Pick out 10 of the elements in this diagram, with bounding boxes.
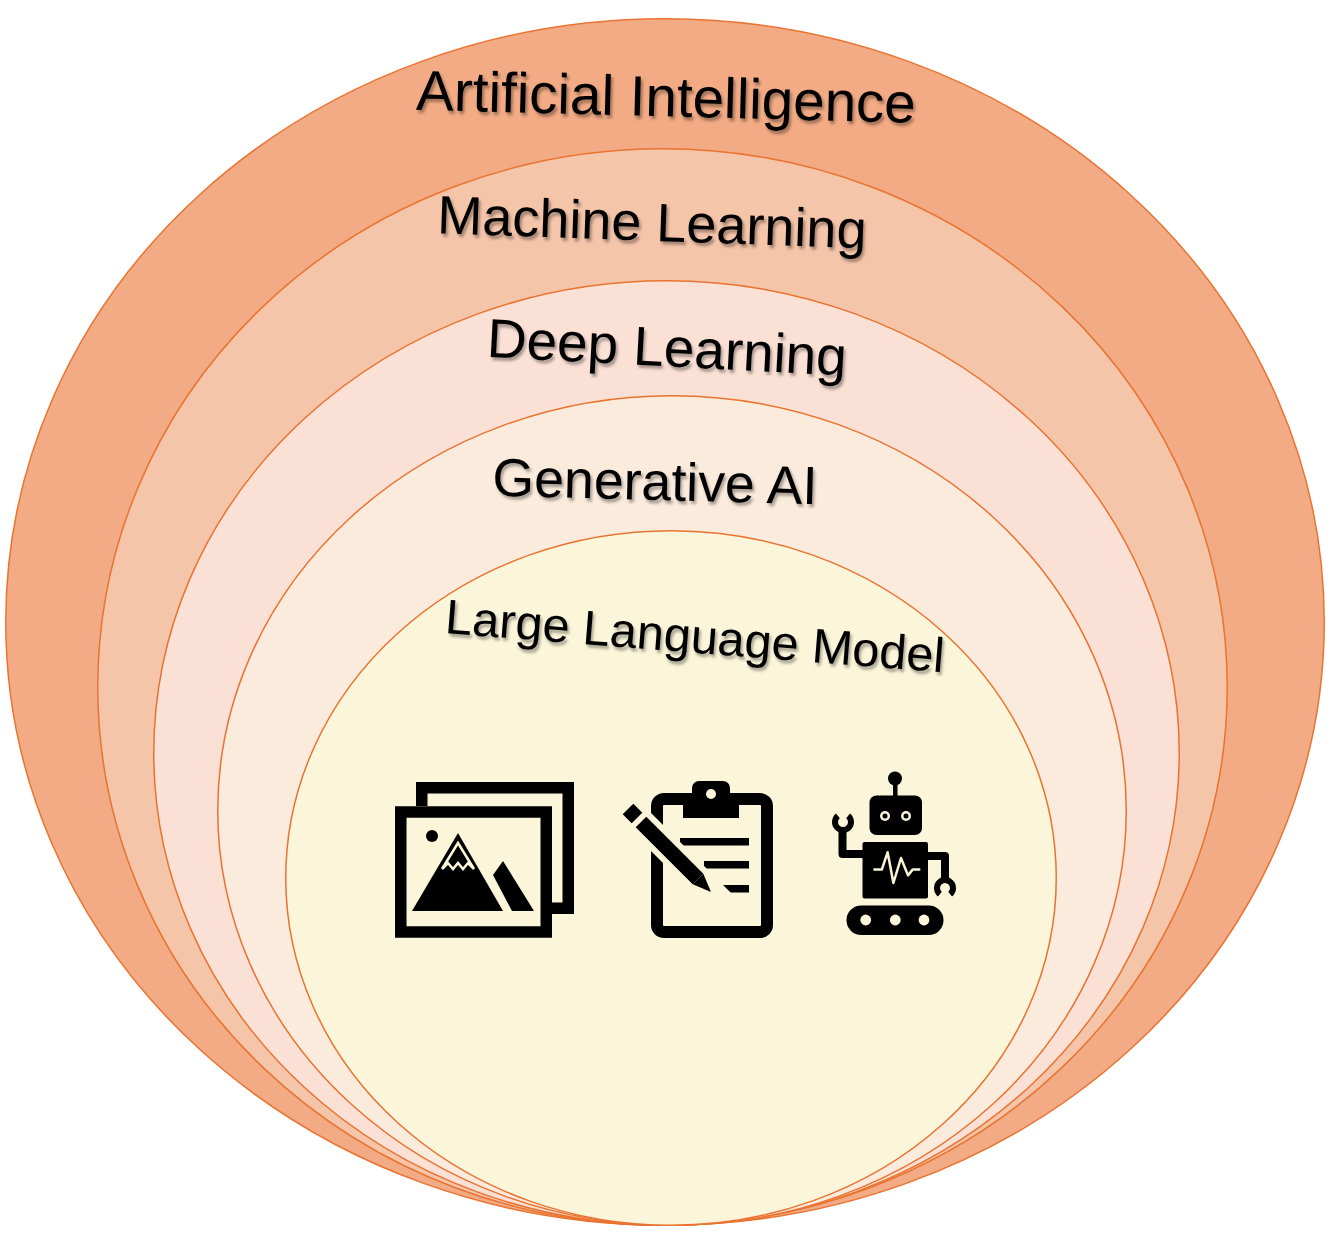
nested-ellipse [97,148,1228,1226]
ellipse-label: Deep Learning [485,307,849,389]
ellipse-label: Large Language Model [443,589,947,683]
nested-ellipse [285,530,1057,1226]
ellipse-label: Machine Learning [436,184,868,260]
nested-ellipse [5,18,1325,1226]
nested-ellipse [217,395,1127,1226]
nested-ellipse [153,280,1180,1226]
ellipse-label: Generative AI [491,446,819,516]
ellipse-label: Artificial Intelligence [415,58,917,136]
